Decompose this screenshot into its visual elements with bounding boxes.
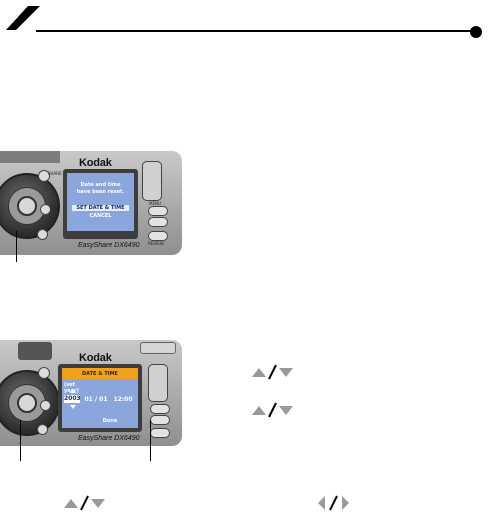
lcd-message-line1: Date and time bbox=[80, 182, 121, 188]
side-round-button bbox=[40, 400, 51, 411]
callout-joystick bbox=[20, 420, 21, 461]
lcd-done: Done bbox=[102, 418, 118, 424]
up-down-arrow-icon bbox=[252, 364, 293, 380]
menu-button bbox=[148, 206, 168, 216]
lcd-year: 2003 bbox=[64, 395, 81, 403]
side-round-button bbox=[37, 424, 48, 435]
lcd-option-set-date: SET DATE & TIME bbox=[72, 205, 129, 211]
down-arrow-icon bbox=[70, 405, 76, 409]
lcd-message-line2: have been reset. bbox=[76, 189, 125, 195]
delete-button bbox=[150, 415, 170, 425]
joystick bbox=[17, 196, 37, 216]
lcd-option-cancel: CANCEL bbox=[89, 213, 112, 219]
menu-button bbox=[150, 404, 170, 414]
wt-button bbox=[140, 342, 176, 354]
left-right-arrow-icon bbox=[318, 495, 349, 511]
kodak-logo: Kodak bbox=[79, 157, 112, 169]
joystick bbox=[17, 393, 37, 413]
camera-illustration-reset: SHARE DISP Kodak Date and time have been… bbox=[0, 151, 182, 255]
camera-illustration-set-date: Kodak DATE & TIME (set year) 2003 01 / 0… bbox=[0, 340, 182, 446]
share-button bbox=[38, 170, 50, 182]
lcd-title-bar bbox=[62, 368, 138, 379]
review-button bbox=[150, 428, 170, 438]
lcd-title: DATE & TIME bbox=[82, 371, 118, 377]
lcd-frame: DATE & TIME (set year) 2003 01 / 01 12:0… bbox=[58, 364, 142, 432]
callout-joystick bbox=[16, 231, 17, 262]
delete-button bbox=[148, 217, 168, 227]
lcd-frame: Date and time have been reset. SET DATE … bbox=[63, 169, 138, 239]
side-round-button bbox=[40, 204, 51, 215]
header-wedge-icon bbox=[6, 6, 40, 30]
lcd-screen: DATE & TIME (set year) 2003 01 / 01 12:0… bbox=[62, 368, 138, 428]
kodak-logo: Kodak bbox=[79, 352, 112, 364]
zoom-rocker bbox=[148, 364, 168, 402]
model-name: EasyShare DX6490 bbox=[78, 435, 140, 442]
up-down-arrow-icon bbox=[252, 402, 293, 418]
lcd-month-day: 01 / 01 bbox=[84, 396, 108, 403]
lcd-screen: Date and time have been reset. SET DATE … bbox=[67, 173, 134, 231]
flash-housing bbox=[18, 342, 52, 360]
share-button bbox=[38, 367, 50, 379]
mode-dial bbox=[0, 370, 60, 436]
side-round-button bbox=[37, 229, 48, 240]
callout-menu-button bbox=[150, 420, 151, 461]
lcd-hint: (set year) bbox=[64, 382, 79, 394]
up-down-arrow-icon bbox=[64, 495, 105, 511]
header-dot-icon bbox=[470, 26, 482, 38]
lcd-time: 12:00 bbox=[113, 396, 133, 403]
header-rule bbox=[36, 30, 476, 32]
review-button bbox=[148, 231, 168, 241]
model-name: EasyShare DX6490 bbox=[78, 242, 140, 249]
up-arrow-icon bbox=[70, 389, 76, 393]
zoom-rocker bbox=[142, 161, 162, 201]
